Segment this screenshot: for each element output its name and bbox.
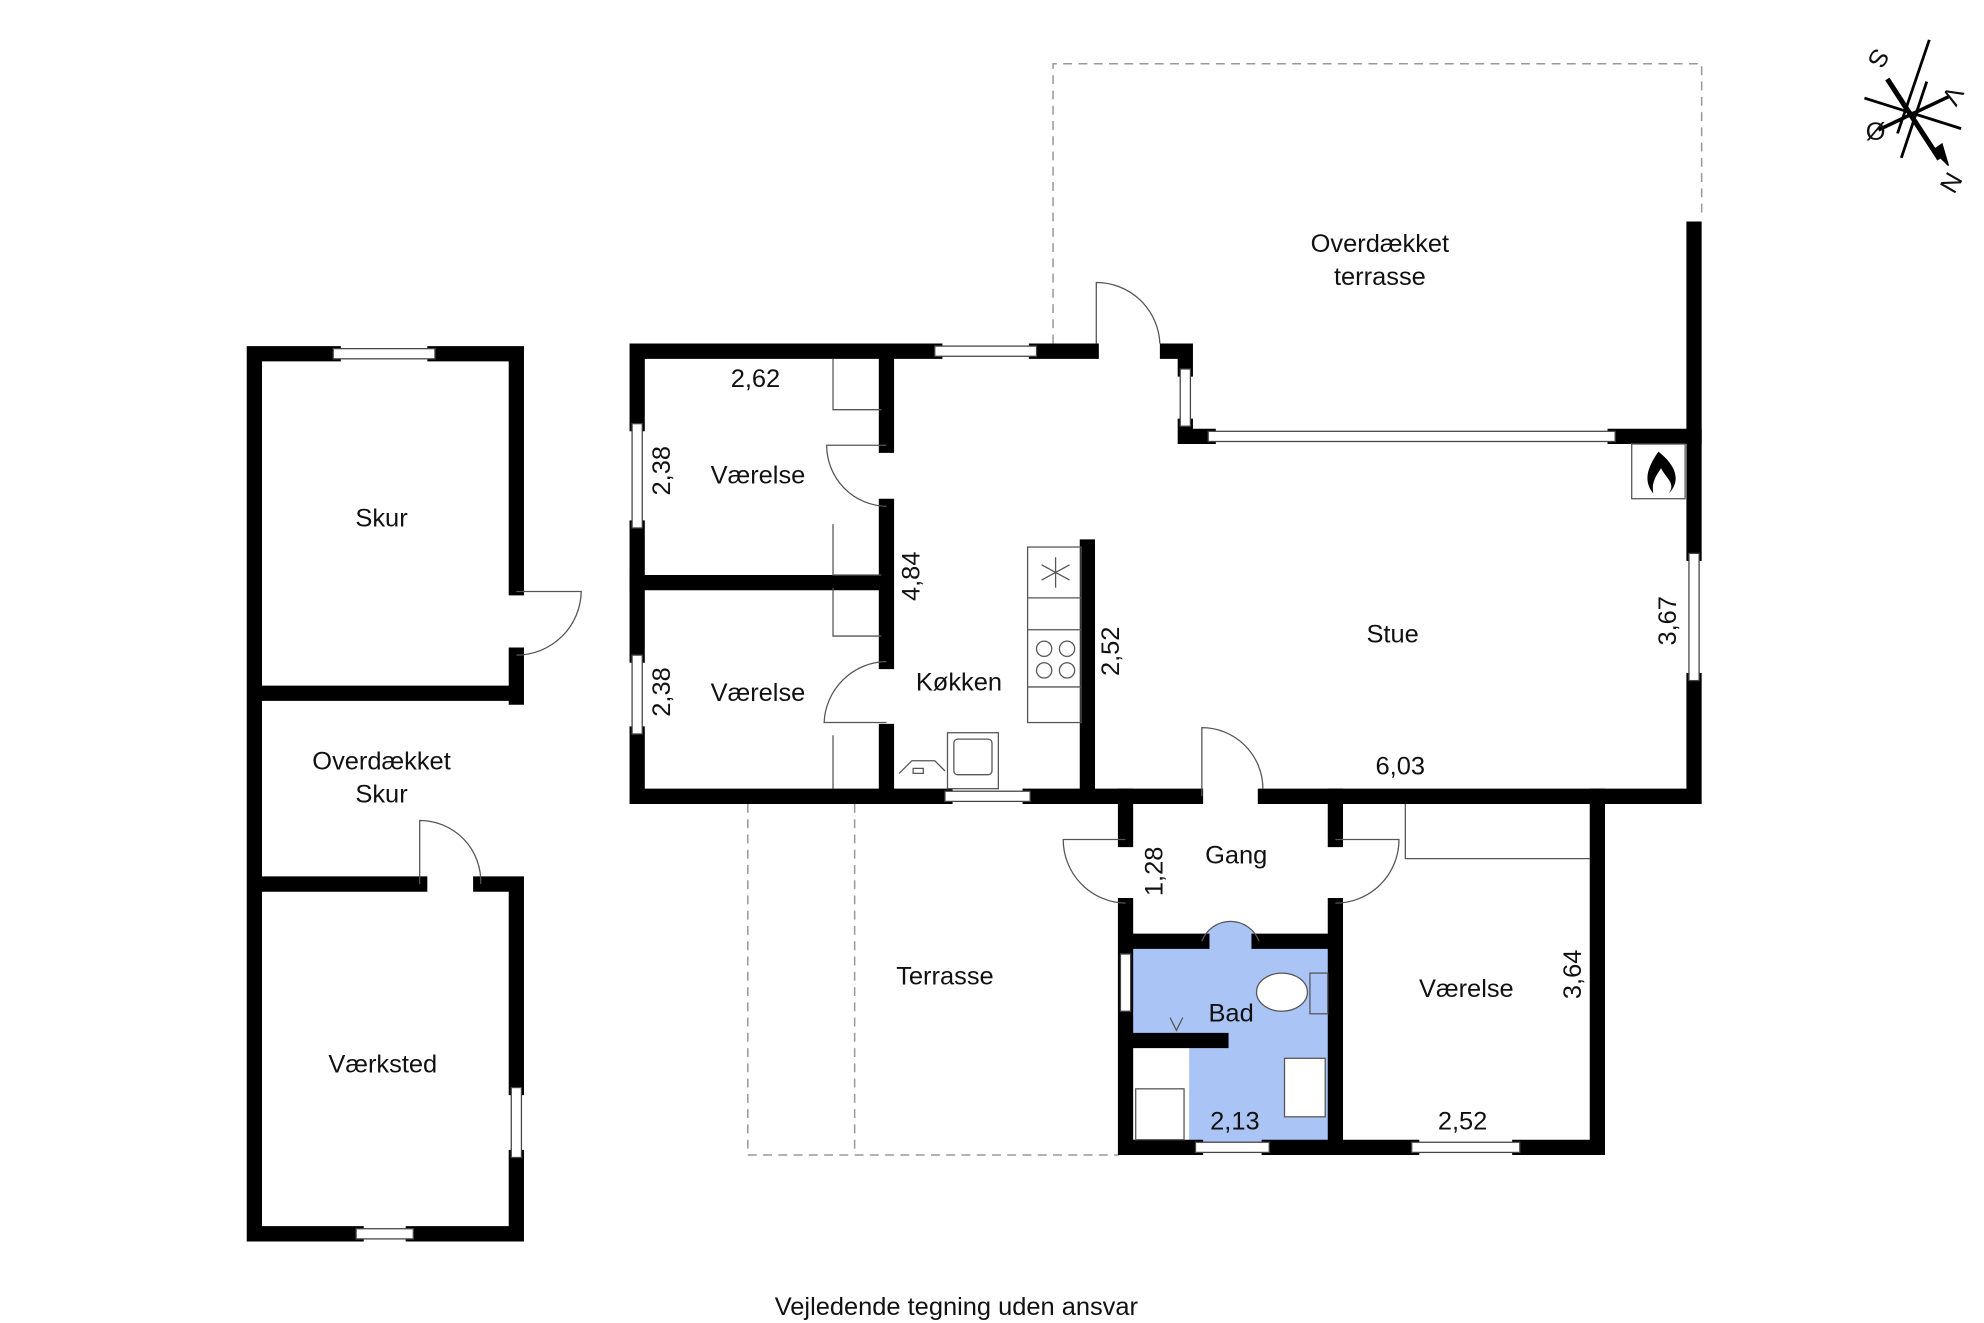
compass-v: V [1936, 81, 1969, 110]
room-labels: Skur Overdækket Skur Værksted Værelse Væ… [312, 230, 1513, 1078]
label-overdaekket-terrasse: Overdækket [1311, 230, 1449, 258]
stove-icon [1035, 640, 1076, 679]
compass-n: N [1935, 168, 1968, 198]
caption: Vejledende tegning uden ansvar [775, 1293, 1139, 1321]
basin-icon [1283, 1057, 1326, 1118]
label-overdaekket-skur: Overdækket [312, 748, 450, 776]
label-vaerelse-2: Værelse [711, 679, 806, 707]
label-vaerelse-1: Værelse [711, 461, 806, 489]
dim-v3-width: 2,52 [1438, 1108, 1487, 1136]
kitchen-fixtures [898, 546, 1082, 790]
label-vaerelse-3: Værelse [1419, 975, 1514, 1003]
label-koekken: Køkken [916, 669, 1002, 697]
dim-stue-height: 3,67 [1654, 596, 1682, 645]
dim-bad: 2,13 [1210, 1108, 1259, 1136]
label-bad: Bad [1208, 999, 1253, 1027]
sink-icon [953, 738, 993, 776]
washer-icon [898, 760, 946, 775]
dim-kitchen: 2,52 [1097, 627, 1125, 676]
label-gang: Gang [1205, 842, 1267, 870]
toilet-icon [1255, 972, 1309, 1012]
outbuilding-walls [246, 346, 582, 1242]
label-skur: Skur [355, 505, 408, 533]
dim-v1-height: 2,38 [648, 446, 676, 495]
house-walls [629, 221, 1702, 1155]
terrace-outlines [747, 62, 1703, 1156]
dim-v1-width: 2,62 [731, 365, 780, 393]
dim-hall: 4,84 [898, 552, 926, 601]
label-overdaekket-skur-2: Skur [355, 781, 408, 809]
compass-s: S [1862, 44, 1895, 73]
label-stue: Stue [1366, 620, 1418, 648]
freezer-icon [1041, 557, 1070, 588]
label-vaerksted: Værksted [328, 1050, 437, 1078]
fireplace-icon [1631, 443, 1686, 500]
dim-v3-height: 3,64 [1559, 950, 1587, 999]
compass-o: Ø [1866, 118, 1886, 146]
label-terrasse: Terrasse [896, 963, 993, 991]
dimension-labels: 2,62 2,38 2,38 4,84 2,52 3,67 6,03 1,28 … [648, 365, 1682, 1136]
drain-icon [1169, 1017, 1184, 1032]
washer-bath-icon [1135, 1088, 1185, 1141]
label-overdaekket-terrasse-2: terrasse [1334, 263, 1426, 291]
dim-v2-height: 2,38 [648, 667, 676, 716]
bath-fixtures [1135, 972, 1329, 1141]
dim-gang: 1,28 [1140, 847, 1168, 896]
dim-stue-width: 6,03 [1376, 753, 1425, 781]
compass-rose-icon: S N Ø V [1862, 39, 1969, 198]
